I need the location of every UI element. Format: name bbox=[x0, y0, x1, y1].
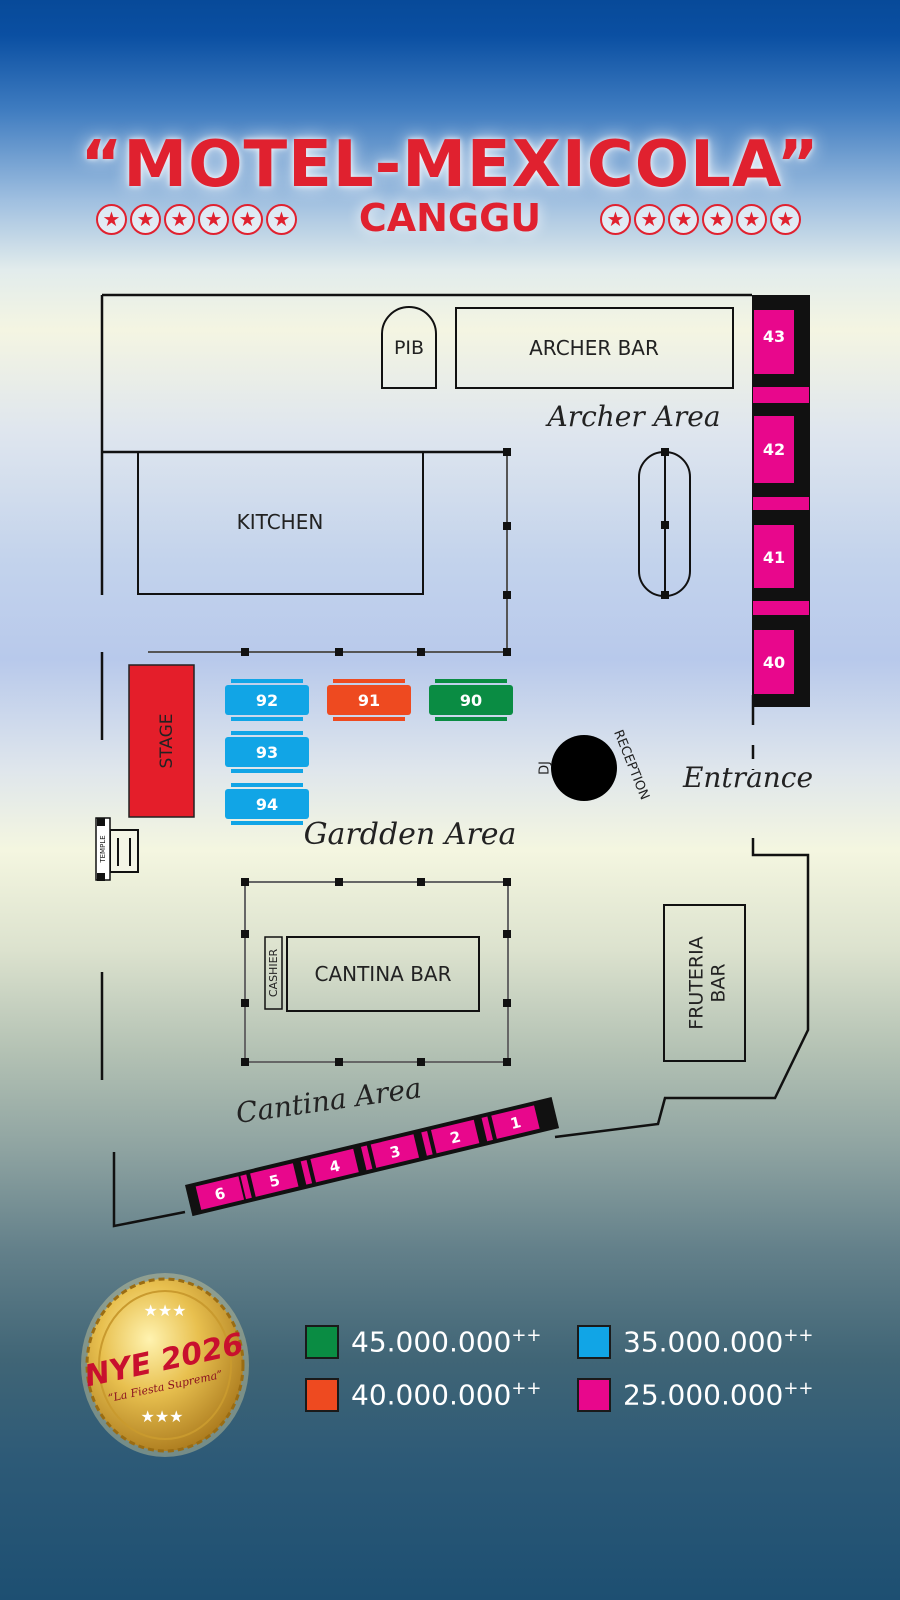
table-91-label: 91 bbox=[358, 691, 380, 710]
cantina-area-label: Cantina Area bbox=[234, 1071, 424, 1130]
kitchen-label: KITCHEN bbox=[237, 510, 324, 534]
table-2-label: 2 bbox=[448, 1128, 462, 1148]
cantina-canopy bbox=[241, 878, 511, 1066]
star-icon: ★ bbox=[770, 204, 801, 235]
cantina-vip-strip: 6 5 4 3 2 1 bbox=[185, 1096, 560, 1217]
table-42-label: 42 bbox=[763, 440, 785, 459]
kitchen bbox=[137, 451, 424, 595]
table-1-label: 1 bbox=[509, 1113, 523, 1133]
star-icon: ★ bbox=[198, 204, 229, 235]
temple: TEMPLE bbox=[95, 817, 139, 881]
star-icon: ★ bbox=[96, 204, 127, 235]
dj-label: DJ bbox=[538, 761, 553, 775]
table-43[interactable] bbox=[754, 310, 794, 374]
vip-wall-tables: 43 42 41 40 bbox=[754, 310, 794, 694]
dj-booth bbox=[551, 735, 617, 801]
star-icon: ★ bbox=[130, 204, 161, 235]
stars-left: ★ ★ ★ ★ ★ ★ bbox=[96, 204, 297, 235]
table-5[interactable]: 5 bbox=[250, 1163, 299, 1197]
legend-item-orange: 40.000.000++ bbox=[305, 1378, 542, 1412]
legend-price: 40.000.000++ bbox=[351, 1378, 542, 1412]
fruteria-bar bbox=[663, 904, 746, 1062]
star-icon: ★ bbox=[702, 204, 733, 235]
table-93[interactable]: 93 bbox=[225, 731, 309, 773]
cashier-box bbox=[264, 936, 283, 1010]
table-91[interactable]: 91 bbox=[327, 679, 411, 721]
stars-right: ★ ★ ★ ★ ★ ★ bbox=[600, 204, 801, 235]
table-4[interactable]: 4 bbox=[310, 1148, 359, 1183]
badge-stars-top: ★★★ bbox=[143, 1301, 186, 1320]
pib-label: PIB bbox=[394, 337, 424, 359]
venue-location: CANGGU bbox=[358, 196, 542, 240]
cantina-bar bbox=[286, 936, 480, 1012]
star-icon: ★ bbox=[736, 204, 767, 235]
legend-swatch-green bbox=[305, 1325, 339, 1359]
table-40-label: 40 bbox=[763, 653, 785, 672]
oval-feature bbox=[638, 448, 691, 599]
legend-price: 45.000.000++ bbox=[351, 1325, 542, 1359]
garden-tables: 92 91 90 93 94 bbox=[225, 679, 513, 825]
legend-item-green: 45.000.000++ bbox=[305, 1325, 542, 1359]
legend-swatch-orange bbox=[305, 1378, 339, 1412]
table-92[interactable]: 92 bbox=[225, 679, 309, 721]
entrance-label: Entrance bbox=[682, 761, 813, 794]
table-41[interactable] bbox=[754, 525, 794, 588]
gardden-area-label: Gardden Area bbox=[304, 817, 517, 852]
table-90-label: 90 bbox=[460, 691, 482, 710]
garden-canopy bbox=[148, 452, 508, 653]
venue-title: “MOTEL-MEXICOLA” bbox=[80, 128, 820, 202]
table-2[interactable]: 2 bbox=[430, 1119, 480, 1154]
star-icon: ★ bbox=[600, 204, 631, 235]
legend-swatch-blue bbox=[577, 1325, 611, 1359]
legend-item-blue: 35.000.000++ bbox=[577, 1325, 814, 1359]
vip-strip-dividers bbox=[753, 387, 809, 615]
pib-room bbox=[381, 306, 437, 389]
star-icon: ★ bbox=[634, 204, 665, 235]
star-icon: ★ bbox=[266, 204, 297, 235]
table-92-label: 92 bbox=[256, 691, 278, 710]
cantina-bar-label: CANTINA BAR bbox=[314, 962, 451, 986]
star-icon: ★ bbox=[668, 204, 699, 235]
cashier-label: CASHIER bbox=[267, 948, 280, 997]
temple-label: TEMPLE bbox=[99, 835, 107, 863]
table-1[interactable]: 1 bbox=[491, 1105, 540, 1139]
table-3-label: 3 bbox=[388, 1142, 402, 1162]
table-6-label: 6 bbox=[213, 1184, 227, 1204]
table-40[interactable] bbox=[754, 630, 794, 694]
table-90[interactable]: 90 bbox=[429, 679, 513, 721]
star-icon: ★ bbox=[232, 204, 263, 235]
canopy-posts bbox=[241, 448, 511, 656]
nye-badge: ★★★ NYE 2026 “La Fiesta Suprema” ★★★ bbox=[81, 1273, 249, 1457]
legend-price: 35.000.000++ bbox=[623, 1325, 814, 1359]
archer-bar-label: ARCHER BAR bbox=[529, 336, 659, 360]
table-43-label: 43 bbox=[763, 327, 785, 346]
table-93-label: 93 bbox=[256, 743, 278, 762]
badge-stars-bottom: ★★★ bbox=[140, 1407, 183, 1426]
table-5-label: 5 bbox=[267, 1171, 281, 1191]
table-4-label: 4 bbox=[328, 1157, 342, 1177]
stage-label: STAGE bbox=[157, 713, 177, 768]
legend-swatch-pink bbox=[577, 1378, 611, 1412]
archer-area-label: Archer Area bbox=[544, 400, 720, 433]
archer-bar bbox=[455, 307, 734, 389]
fruteria-label-line2: BAR bbox=[708, 963, 730, 1002]
table-94-label: 94 bbox=[256, 795, 278, 814]
table-42[interactable] bbox=[754, 416, 794, 483]
fruteria-label-line1: FRUTERIA bbox=[686, 936, 708, 1029]
legend-item-pink: 25.000.000++ bbox=[577, 1378, 814, 1412]
table-6[interactable]: 6 bbox=[195, 1176, 245, 1210]
table-41-label: 41 bbox=[763, 548, 785, 567]
legend-price: 25.000.000++ bbox=[623, 1378, 814, 1412]
table-94[interactable]: 94 bbox=[225, 783, 309, 825]
stage bbox=[128, 664, 195, 818]
table-3[interactable]: 3 bbox=[370, 1134, 420, 1168]
star-icon: ★ bbox=[164, 204, 195, 235]
